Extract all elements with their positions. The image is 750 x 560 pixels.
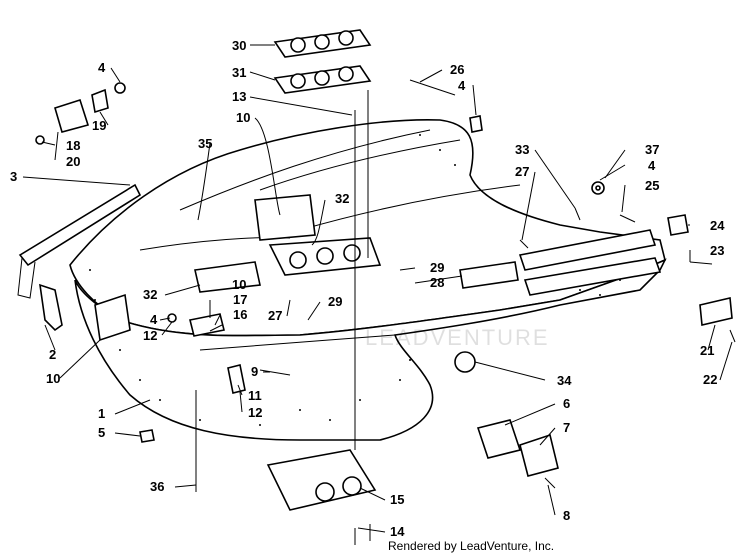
mount-plate-15 xyxy=(266,449,377,511)
dash-panel xyxy=(268,237,382,276)
callout-11: 11 xyxy=(248,388,262,403)
watermark-text: LEADVENTURE xyxy=(365,325,550,350)
callout-5: 5 xyxy=(98,425,105,440)
callout-26: 26 xyxy=(450,62,464,77)
callout-10: 10 xyxy=(232,277,246,292)
callout-28: 28 xyxy=(430,275,444,290)
callout-29: 29 xyxy=(328,294,342,309)
callout-4: 4 xyxy=(458,78,466,93)
callout-1: 1 xyxy=(98,406,105,421)
callout-9: 9 xyxy=(251,364,258,379)
callout-35: 35 xyxy=(198,136,212,151)
callout-14: 14 xyxy=(390,524,405,539)
callout-15: 15 xyxy=(390,492,404,507)
callout-7: 7 xyxy=(563,420,570,435)
callout-36: 36 xyxy=(150,479,164,494)
callout-4: 4 xyxy=(98,60,106,75)
callout-19: 19 xyxy=(92,118,106,133)
callout-4: 4 xyxy=(150,312,158,327)
callout-33: 33 xyxy=(515,142,529,157)
callout-17: 17 xyxy=(233,292,247,307)
callout-32: 32 xyxy=(335,191,349,206)
callout-10: 10 xyxy=(46,371,60,386)
bumper-rail xyxy=(17,183,142,332)
gauge-plate-31 xyxy=(273,65,372,94)
callout-37: 37 xyxy=(645,142,659,157)
render-credit: Rendered by LeadVenture, Inc. xyxy=(388,539,555,553)
callout-13: 13 xyxy=(232,89,246,104)
callout-16: 16 xyxy=(233,307,247,322)
callout-21: 21 xyxy=(700,343,714,358)
callout-25: 25 xyxy=(645,178,659,193)
callout-23: 23 xyxy=(710,243,724,258)
callout-12: 12 xyxy=(143,328,157,343)
callout-24: 24 xyxy=(710,218,725,233)
callout-20: 20 xyxy=(66,154,80,169)
callout-27: 27 xyxy=(268,308,282,323)
callout-30: 30 xyxy=(232,38,246,53)
callout-31: 31 xyxy=(232,65,246,80)
callout-29: 29 xyxy=(430,260,444,275)
leader-lines xyxy=(22,44,733,533)
callout-12: 12 xyxy=(248,405,262,420)
callout-32: 32 xyxy=(143,287,157,302)
callout-2: 2 xyxy=(49,347,56,362)
callout-3: 3 xyxy=(10,169,17,184)
callout-6: 6 xyxy=(563,396,570,411)
callout-10: 10 xyxy=(236,110,250,125)
belly-pan xyxy=(74,258,667,441)
gauge-plate-30 xyxy=(273,29,372,58)
callout-34: 34 xyxy=(557,373,572,388)
callout-4: 4 xyxy=(648,158,656,173)
hardware xyxy=(35,79,736,545)
callout-27: 27 xyxy=(515,164,529,179)
callouts: 30 31 13 10 35 4 19 18 20 3 26 4 33 27 3… xyxy=(10,38,725,539)
callout-22: 22 xyxy=(703,372,717,387)
callout-8: 8 xyxy=(563,508,570,523)
callout-18: 18 xyxy=(66,138,80,153)
side-vents xyxy=(94,194,733,342)
